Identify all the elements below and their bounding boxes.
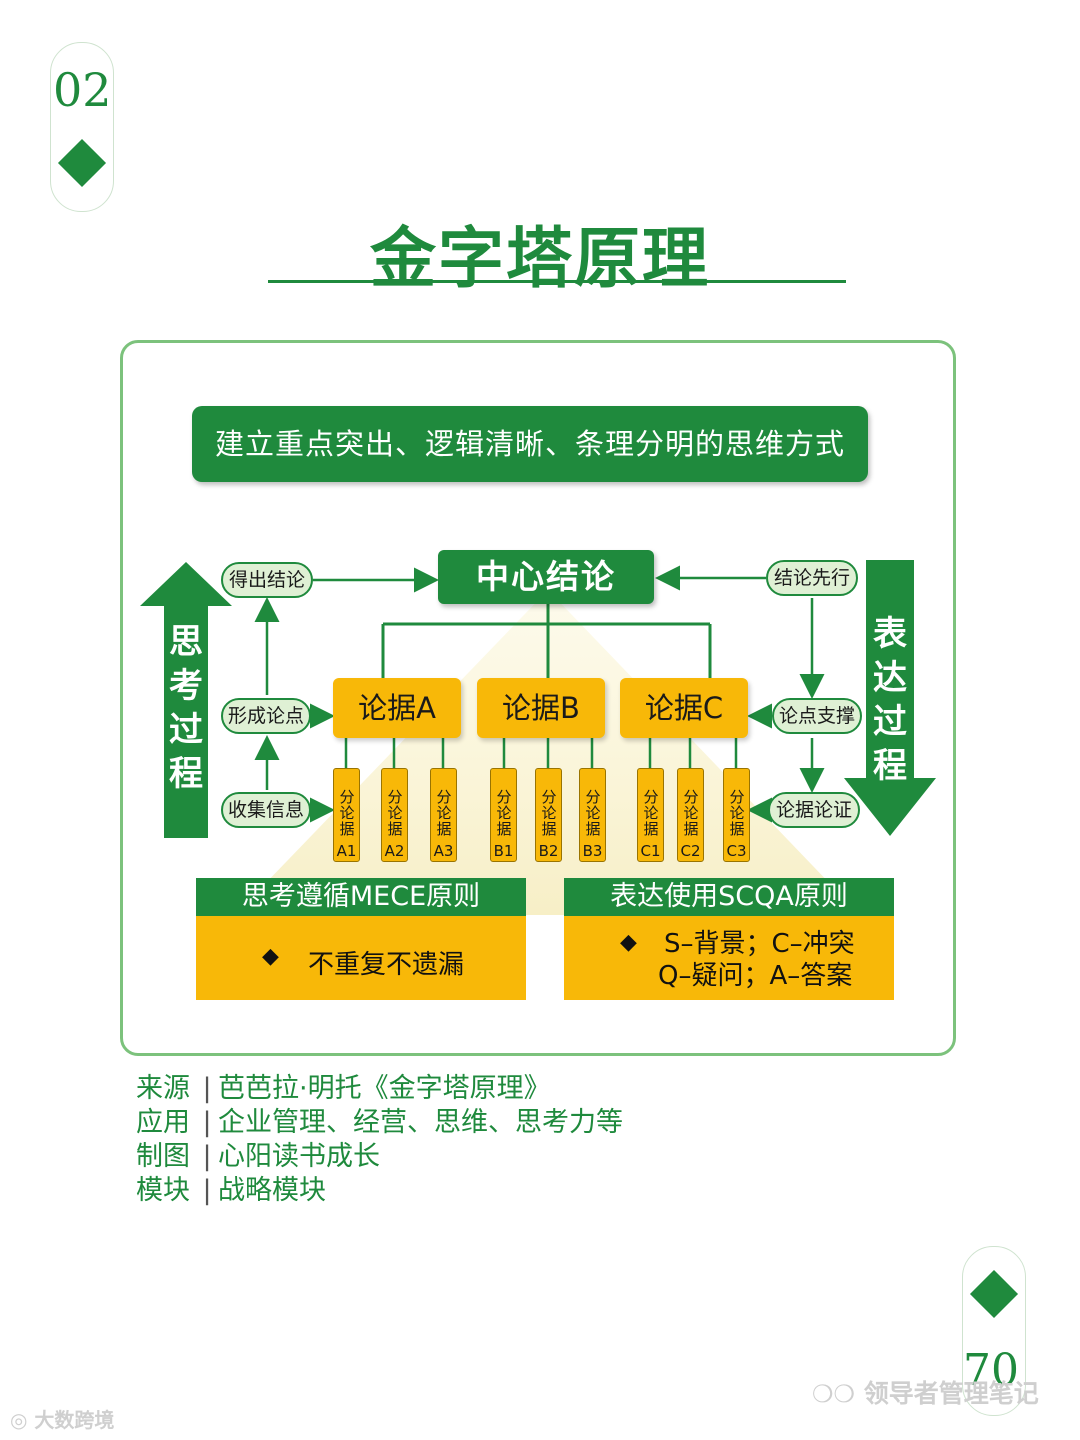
page-badge: 70	[962, 1246, 1026, 1416]
sub-argument-a1: 分论据 A1	[333, 768, 360, 862]
page-title: 金字塔原理	[370, 220, 710, 297]
page-number: 70	[963, 1345, 1019, 1396]
info-block: 来源|芭芭拉·明托《金字塔原理》 应用|企业管理、经营、思维、思考力等 制图|心…	[136, 1072, 623, 1208]
sub-argument-prefix: 分论据	[436, 788, 452, 838]
sub-argument-prefix: 分论据	[643, 788, 659, 838]
corner-watermark: ◎ 大数跨境	[10, 1408, 115, 1432]
sub-argument-prefix: 分论据	[496, 788, 512, 838]
sub-argument-label: C3	[726, 842, 747, 860]
bullet-diamond-icon: ◆	[620, 930, 637, 955]
sub-argument-prefix: 分论据	[387, 788, 403, 838]
bullet-diamond-icon: ◆	[262, 944, 279, 969]
sub-argument-a2: 分论据 A2	[381, 768, 408, 862]
sub-argument-b3: 分论据 B3	[579, 768, 606, 862]
sub-argument-label: B3	[582, 842, 603, 860]
sub-argument-prefix: 分论据	[683, 788, 699, 838]
expression-process-label: 表 达 过 程	[873, 614, 907, 786]
sub-argument-a3: 分论据 A3	[430, 768, 457, 862]
scqa-item-qa: Q–疑问；A–答案	[658, 961, 853, 991]
down-arrow	[844, 560, 936, 836]
sub-argument-c2: 分论据 C2	[677, 768, 704, 862]
sub-argument-label: C1	[640, 842, 661, 860]
sub-argument-label: B2	[538, 842, 559, 860]
scqa-item-sc: S–背景；C–冲突	[664, 929, 855, 959]
sub-argument-prefix: 分论据	[729, 788, 745, 838]
sub-argument-label: A1	[336, 842, 357, 860]
logo-icon: ◎	[10, 1408, 28, 1432]
step-evidence-argument: 论据论证	[768, 792, 860, 828]
wechat-watermark: ❍❍ 领导者管理笔记	[812, 1379, 1039, 1408]
step-conclusion-first: 结论先行	[766, 560, 858, 596]
center-conclusion: 中心结论	[438, 550, 654, 604]
sub-argument-prefix: 分论据	[541, 788, 557, 838]
scqa-title: 表达使用SCQA原则	[564, 878, 894, 916]
argument-a: 论据A	[333, 678, 461, 738]
sub-argument-b1: 分论据 B1	[490, 768, 517, 862]
title-underline	[268, 280, 846, 283]
step-collect-info: 收集信息	[221, 792, 311, 828]
sub-argument-c3: 分论据 C3	[723, 768, 750, 862]
section-badge: 02	[50, 42, 114, 212]
sub-argument-label: A3	[433, 842, 454, 860]
thinking-process-label: 思 考 过 程	[169, 622, 203, 794]
info-row-module: 模块|战略模块	[136, 1175, 326, 1206]
mece-title: 思考遵循MECE原则	[196, 878, 526, 916]
sub-argument-label: B1	[493, 842, 514, 860]
diamond-icon	[969, 1269, 1019, 1319]
up-arrow	[140, 562, 232, 838]
sub-argument-c1: 分论据 C1	[637, 768, 664, 862]
info-row-application: 应用|企业管理、经营、思维、思考力等	[136, 1107, 623, 1138]
argument-c: 论据C	[620, 678, 748, 738]
argument-b: 论据B	[477, 678, 605, 738]
principle-banner: 建立重点突出、逻辑清晰、条理分明的思维方式	[192, 406, 868, 482]
mece-item: 不重复不遗漏	[308, 950, 465, 980]
info-row-author: 制图|心阳读书成长	[136, 1141, 380, 1172]
step-point-support: 论点支撑	[772, 698, 862, 734]
scqa-items: S–背景；C–冲突 Q–疑问；A–答案	[658, 928, 855, 992]
wechat-icon: ❍❍	[812, 1380, 856, 1408]
section-number: 02	[53, 63, 112, 117]
step-draw-conclusion: 得出结论	[221, 562, 313, 598]
sub-argument-prefix: 分论据	[585, 788, 601, 838]
sub-argument-label: A2	[384, 842, 405, 860]
sub-argument-label: C2	[680, 842, 701, 860]
scqa-body: ◆ S–背景；C–冲突 Q–疑问；A–答案	[564, 916, 894, 1000]
sub-argument-b2: 分论据 B2	[535, 768, 562, 862]
sub-argument-prefix: 分论据	[339, 788, 355, 838]
info-row-source: 来源|芭芭拉·明托《金字塔原理》	[136, 1073, 551, 1104]
mece-body: ◆ 不重复不遗漏	[196, 916, 526, 1000]
step-form-points: 形成论点	[221, 698, 311, 734]
